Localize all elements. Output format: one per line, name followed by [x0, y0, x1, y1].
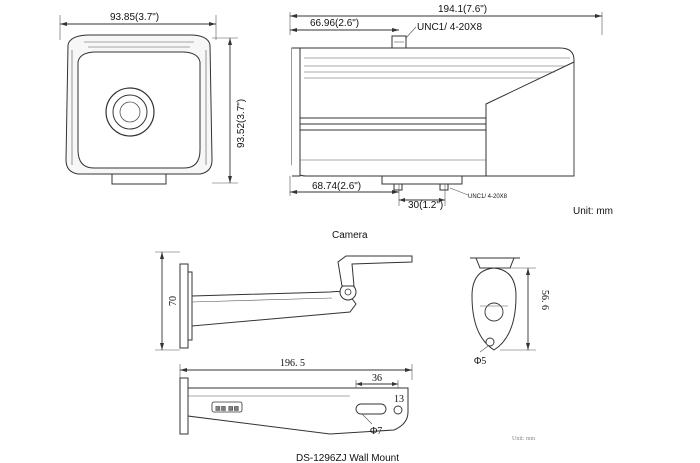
wall-mount-caption: DS-1296ZJ Wall Mount: [296, 453, 399, 463]
front-width-label: 93.85(3.7"): [110, 12, 159, 23]
front-height-label: 93.52(3.7"): [236, 99, 247, 148]
hole-label: 13: [394, 394, 404, 405]
slot-label: 36: [372, 373, 382, 384]
rear-offset-label: 68.74(2.6"): [312, 181, 361, 192]
side-length-label: 194.1(7.6"): [438, 4, 487, 15]
wall-mount-front-view: 70: [155, 251, 413, 351]
svg-text:▩▩ ▩▩: ▩▩ ▩▩: [215, 406, 240, 412]
side-housing: [291, 47, 575, 177]
front-offset-label: 66.96(2.6"): [310, 18, 359, 29]
camera-caption: Camera: [332, 230, 368, 241]
mount-width-label: 30(1.2"): [408, 200, 443, 211]
thread-top-label: UNC1/ 4-20X8: [417, 22, 482, 33]
camera-unit-label: Unit: mm: [573, 206, 613, 217]
camera-side-view: 194.1(7.6") 66.96(2.6") UNC1/ 4-20X8: [289, 4, 613, 217]
diameter-label: Φ7: [370, 426, 382, 437]
thread-bottom-label: UNC1/ 4-20X8: [468, 194, 508, 200]
wall-mount-side-view: Φ5 56. 6: [470, 257, 550, 367]
mount-unit-label: Unit: mm: [512, 436, 536, 442]
mount-length-label: 196. 5: [280, 358, 305, 369]
wall-mount-top-view: 196. 5 36 ▩▩ ▩▩ 13 Φ7: [179, 358, 413, 437]
side-diameter-label: Φ5: [474, 356, 486, 367]
camera-front-view: 93.85(3.7") 93.52(3.7"): [59, 12, 247, 185]
side-height-label: 56. 6: [539, 290, 550, 310]
mount-height-label: 70: [168, 296, 179, 306]
